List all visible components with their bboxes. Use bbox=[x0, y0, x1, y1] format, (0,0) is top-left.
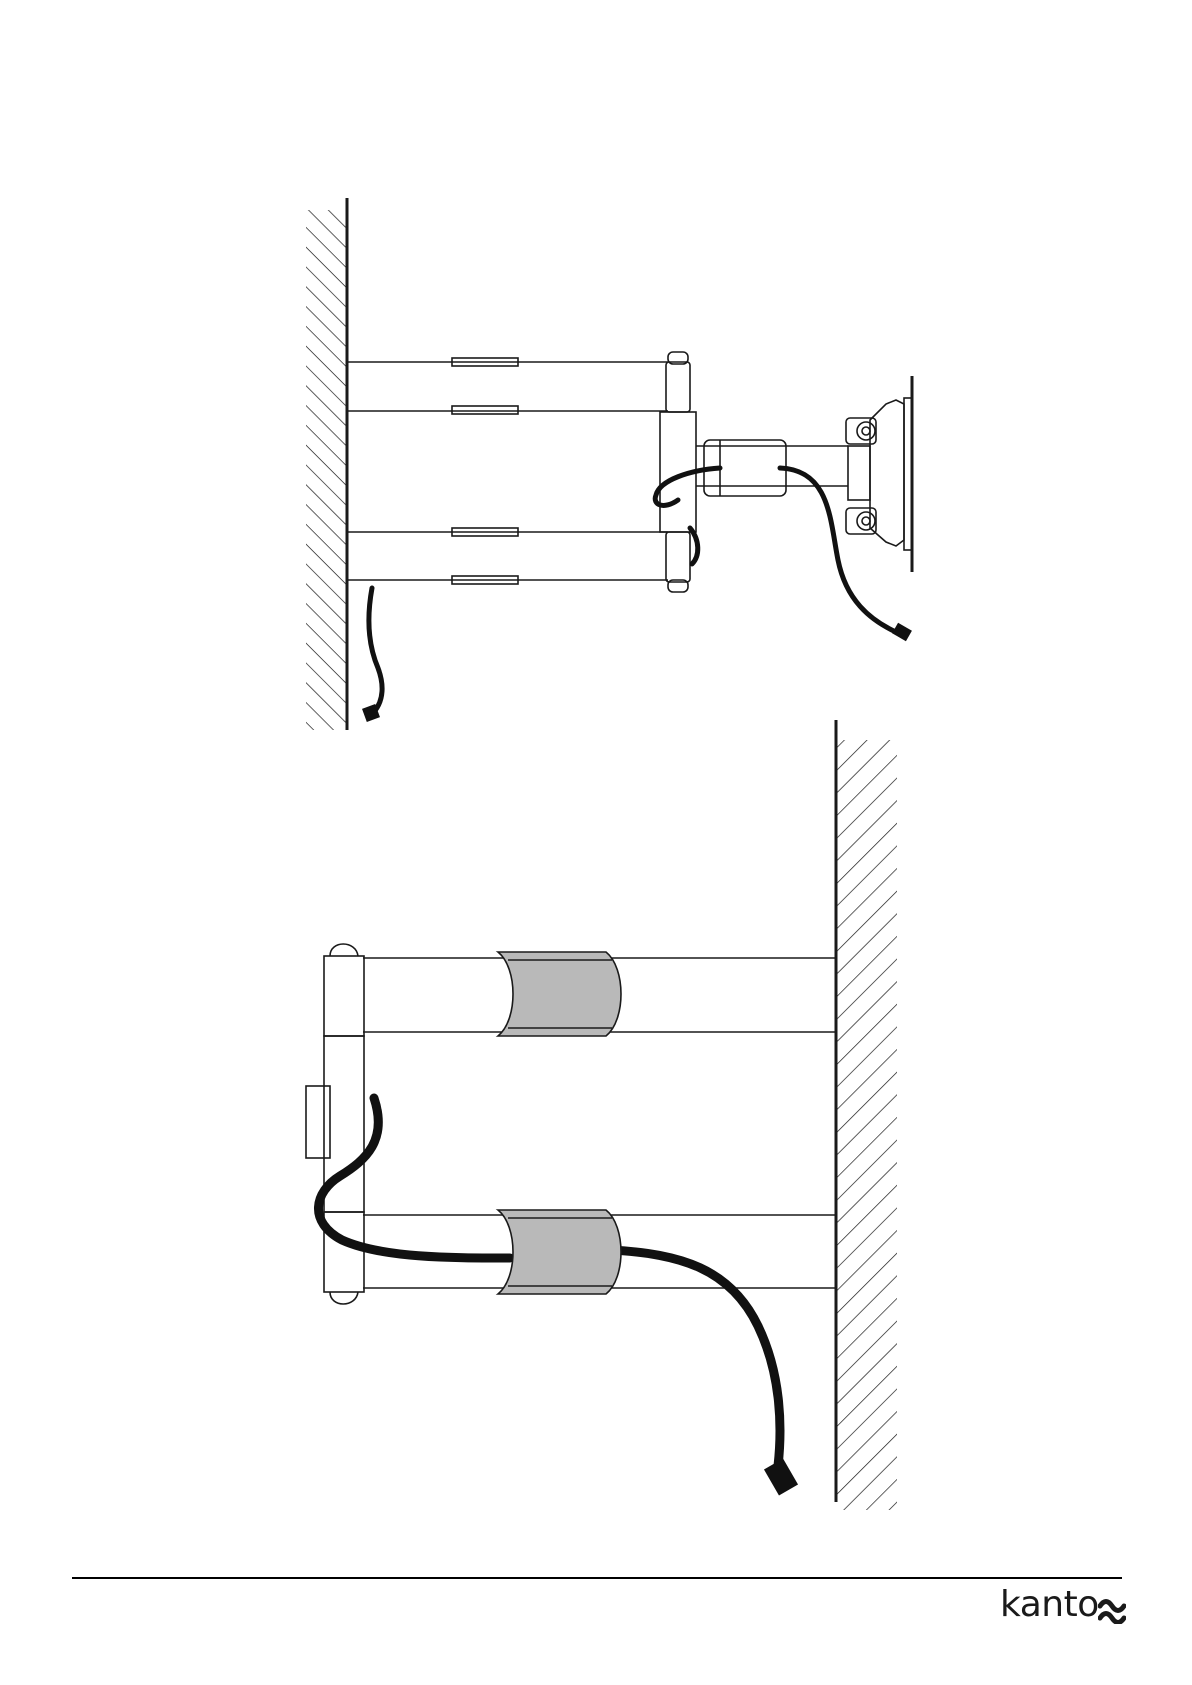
bottom-cable-plug bbox=[764, 1459, 798, 1496]
top-arm-lower bbox=[347, 528, 668, 584]
brand-logo: kanto bbox=[1000, 1582, 1130, 1642]
top-arm-upper bbox=[347, 358, 668, 414]
bottom-cable-clip-upper bbox=[498, 952, 621, 1036]
brand-wordmark: kanto bbox=[1000, 1584, 1099, 1625]
top-cable-plug-right bbox=[892, 623, 912, 641]
bottom-cable-clip-lower bbox=[498, 1210, 621, 1294]
bottom-hinge bbox=[306, 944, 364, 1304]
top-tilt-head bbox=[846, 376, 912, 572]
bottom-wall-hatch bbox=[837, 740, 897, 1510]
top-cable bbox=[369, 468, 896, 712]
footer-rule bbox=[72, 1577, 1122, 1579]
bottom-diagram bbox=[306, 720, 897, 1510]
top-diagram bbox=[306, 198, 912, 730]
top-wall-hatch bbox=[306, 210, 346, 730]
kanto-wave-logo-icon bbox=[1098, 1596, 1126, 1624]
